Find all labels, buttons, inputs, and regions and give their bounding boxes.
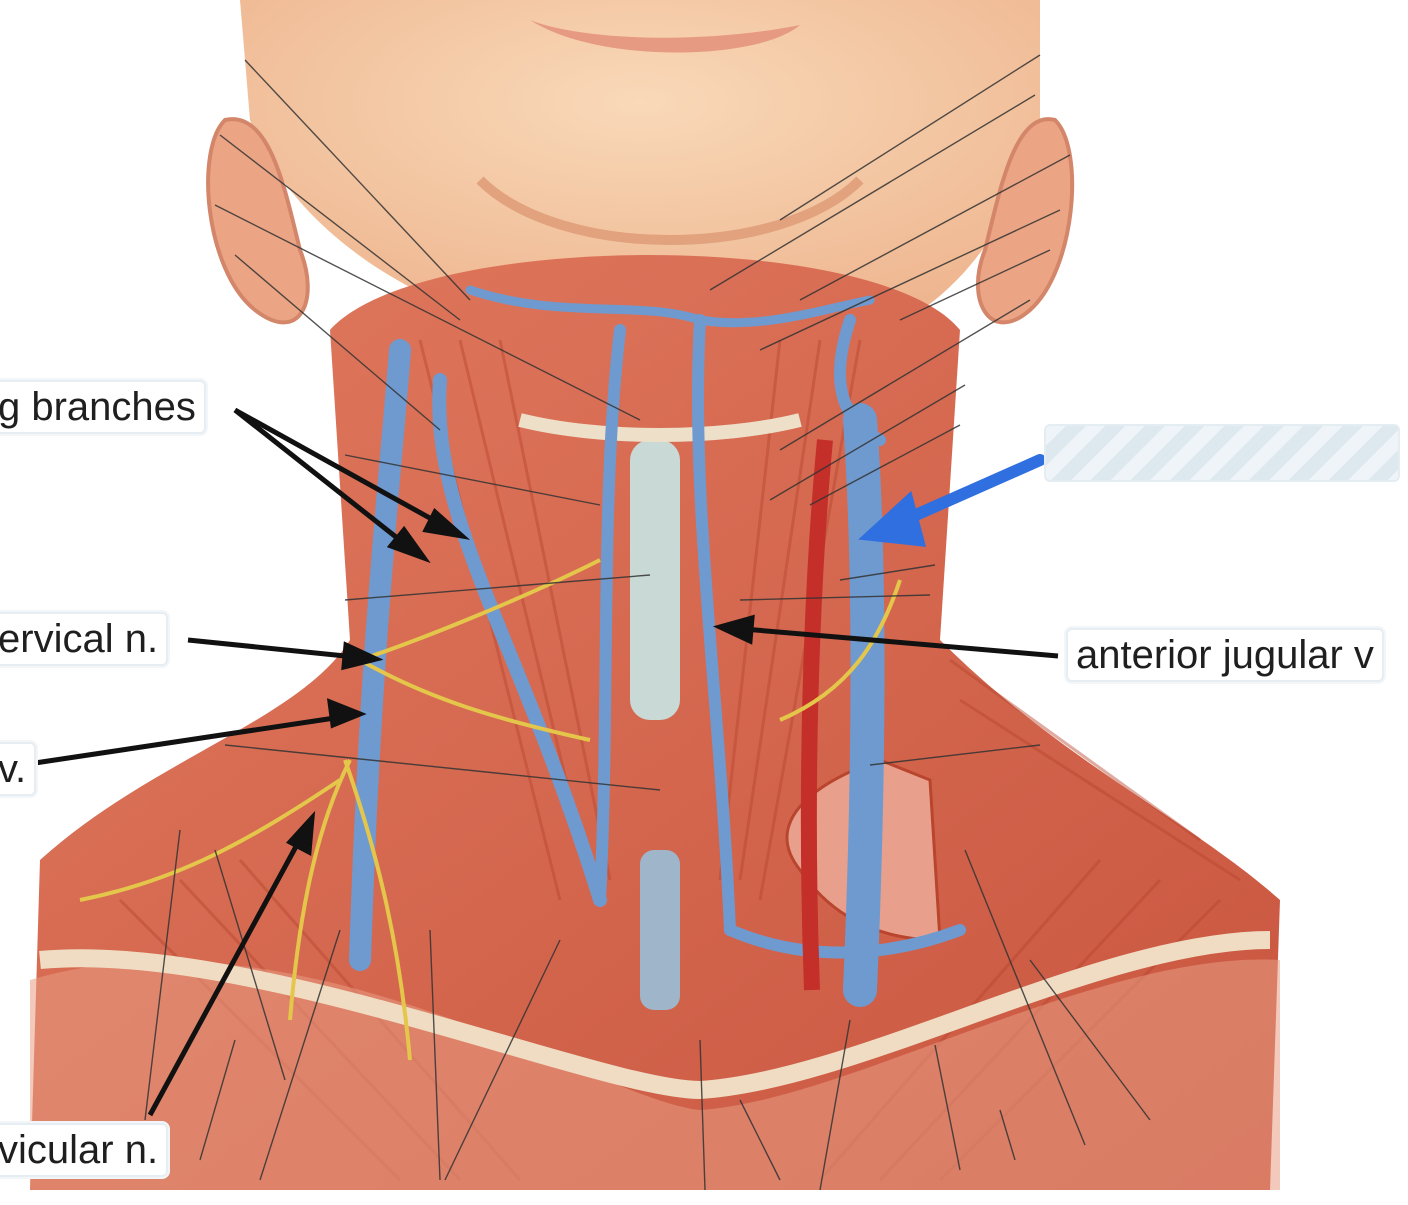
clavicle-edge <box>39 931 1271 1100</box>
chin-shadow <box>476 176 864 245</box>
anterior-jugular-arrow <box>731 625 1059 659</box>
leader-lines <box>144 54 1151 1191</box>
transverse-cervical-label: ervical n. <box>0 612 169 666</box>
left-anterior-jugular-vein <box>594 324 626 906</box>
anterior-jugular-arrowhead <box>712 614 755 645</box>
branches-arrowhead-1 <box>422 507 471 540</box>
right-ear <box>975 117 1075 325</box>
lips <box>530 20 800 53</box>
hyoid-bone <box>518 413 802 442</box>
transverse-cervical-arrow <box>187 637 366 661</box>
thyroid-cartilage <box>630 440 680 720</box>
facial-vein <box>834 314 886 446</box>
veins <box>349 285 966 1007</box>
hidden-label-box[interactable] <box>1044 424 1400 482</box>
transverse-cervical-arrowhead <box>341 641 384 671</box>
clavicle-area <box>30 959 1280 1190</box>
external-jugular-branch <box>432 373 607 907</box>
supraclavicular-arrow <box>147 828 308 1117</box>
external-jugular-arrowhead <box>326 698 367 729</box>
face <box>240 0 1040 340</box>
subclavian-vein <box>724 924 966 959</box>
branches-label: g branches <box>0 380 206 434</box>
nerves <box>79 558 902 1061</box>
external-jugular-vein <box>349 339 411 971</box>
supraclavicular-label: vicular n. <box>0 1123 169 1177</box>
left-ear <box>206 117 310 325</box>
neck-muscles <box>30 255 1280 1190</box>
branches-arrow-1 <box>233 407 457 535</box>
internal-jugular-vein <box>843 403 885 1007</box>
anterior-jugular-vein <box>692 314 736 936</box>
submental-veins <box>465 285 875 328</box>
anterior-jugular-label: anterior jugular v <box>1066 628 1384 682</box>
blue-arrow <box>858 454 1046 547</box>
external-jugular-arrow <box>34 713 349 766</box>
branches-arrow-2 <box>233 408 417 554</box>
trachea <box>640 850 680 1010</box>
pointer-arrows <box>34 407 1059 1117</box>
branches-arrowhead-2 <box>386 525 431 564</box>
supraclavicular-arrowhead <box>285 810 316 856</box>
external-jugular-label: v. <box>0 742 37 796</box>
